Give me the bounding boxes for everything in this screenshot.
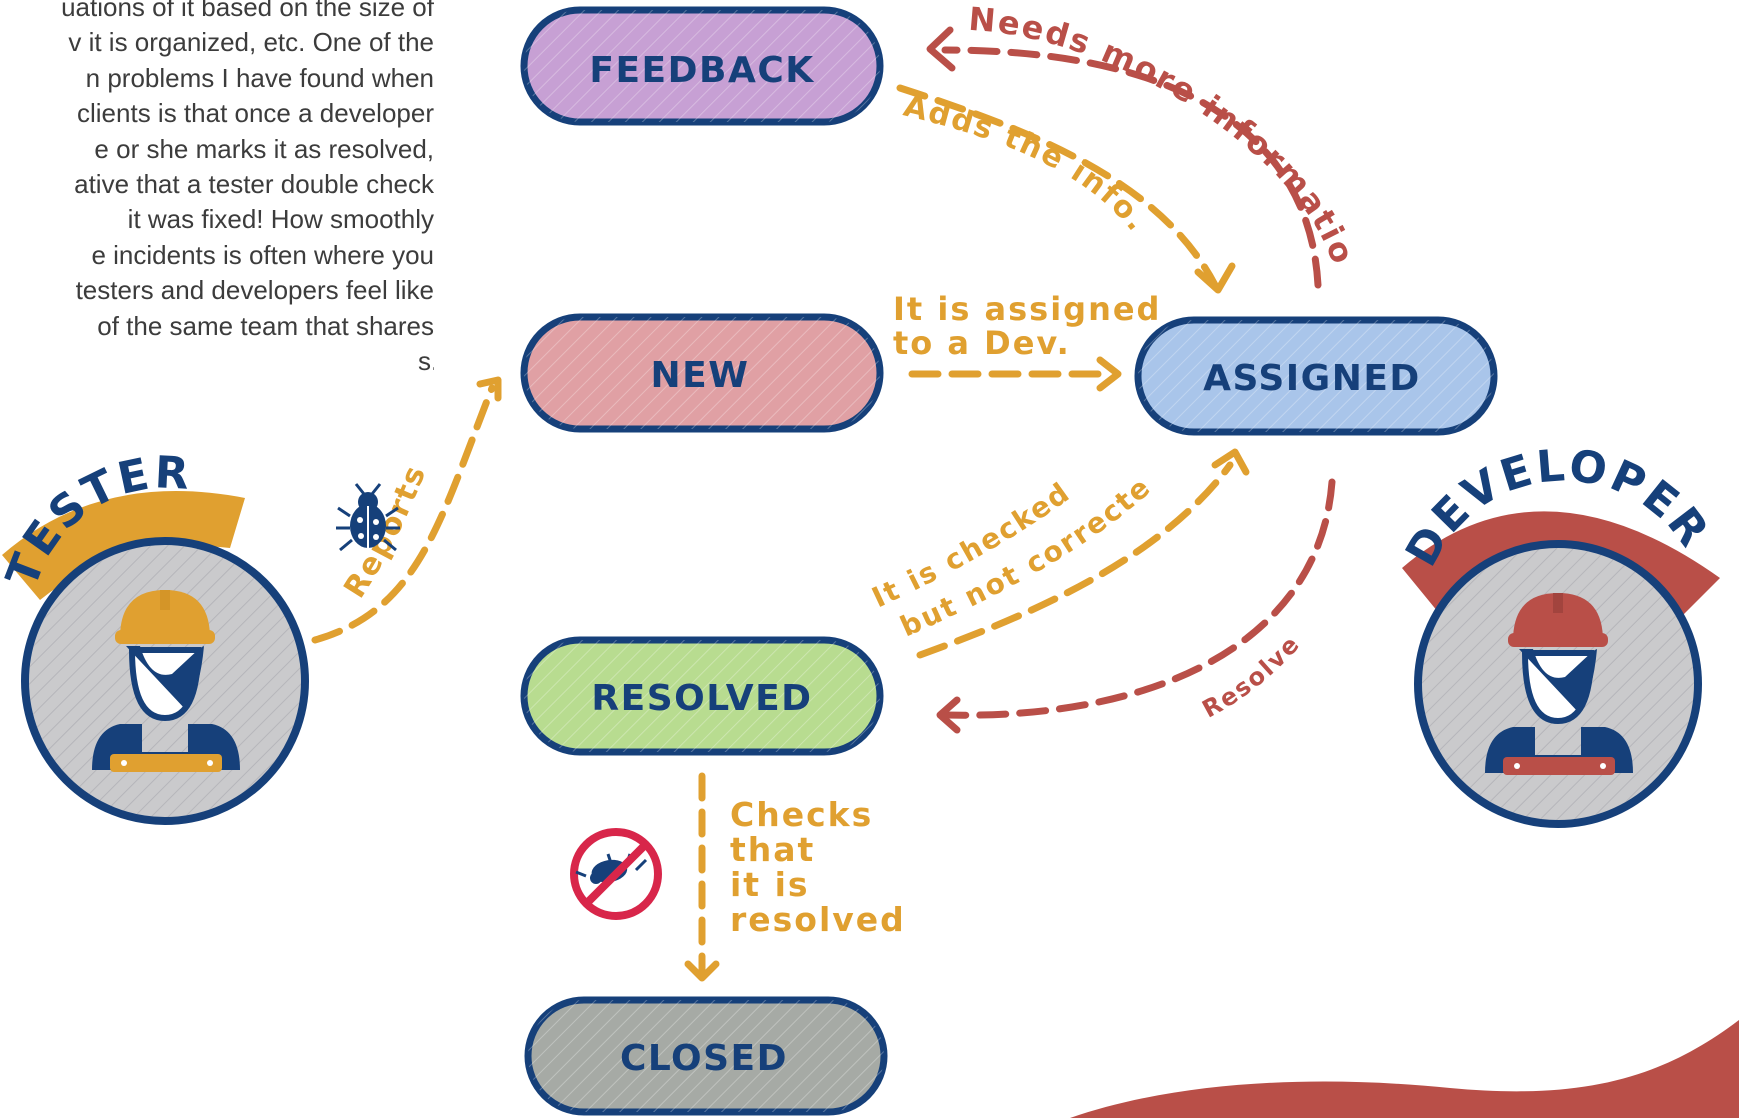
intro-line: e incidents is often where you	[91, 239, 434, 270]
state-closed-label: CLOSED	[620, 1038, 788, 1079]
label-checks-line1: Checks	[730, 795, 873, 834]
intro-line: clients is that once a developer	[77, 98, 434, 129]
intro-line: uations of it based on the size of	[61, 0, 434, 22]
intro-line: s.	[418, 346, 434, 377]
label-checks-line3: it is	[730, 865, 810, 904]
developer-avatar: DEVELOPER	[1396, 440, 1720, 828]
label-adds-info: Adds the info.	[900, 89, 1153, 239]
intro-line: ative that a tester double check	[74, 169, 434, 200]
state-new-label: NEW	[651, 355, 750, 396]
state-feedback: FEEDBACK	[520, 6, 884, 126]
hard-hat-icon	[1508, 593, 1608, 647]
arrow-checks: Checks that it is resolved	[684, 772, 906, 982]
label-assigned-line1: It is assigned	[893, 290, 1161, 328]
tester-avatar: TESTER	[0, 447, 309, 825]
arrow-adds-info: Adds the info.	[896, 84, 1236, 294]
intro-line: v it is organized, etc. One of the	[68, 27, 434, 58]
state-closed: CLOSED	[524, 996, 888, 1116]
intro-line: e or she marks it as resolved,	[94, 133, 434, 164]
state-assigned: ASSIGNED	[1134, 316, 1498, 436]
state-new: NEW	[520, 313, 884, 433]
arrow-assigned: It is assigned to a Dev.	[893, 290, 1161, 392]
intro-line: it was fixed! How smoothly	[127, 204, 434, 235]
hard-hat-icon	[115, 590, 215, 644]
state-resolved-label: RESOLVED	[591, 678, 812, 719]
svg-text:Adds the info.: Adds the info.	[900, 89, 1155, 239]
intro-line: of the same team that shares	[97, 310, 434, 341]
no-bug-icon	[570, 828, 662, 920]
label-checks-line4: resolved	[730, 900, 906, 939]
label-assigned-line2: to a Dev.	[893, 324, 1071, 362]
decorative-wave	[1070, 1020, 1739, 1118]
intro-paragraph: uations of it based on the size of v it …	[0, 0, 434, 379]
intro-line: testers and developers feel like	[75, 275, 434, 306]
state-resolved: RESOLVED	[520, 636, 884, 756]
state-feedback-label: FEEDBACK	[589, 50, 814, 91]
state-assigned-label: ASSIGNED	[1203, 358, 1421, 399]
intro-line: n problems I have found when	[85, 62, 434, 93]
label-checks-line2: that	[730, 830, 815, 869]
bug-icon	[336, 483, 400, 552]
